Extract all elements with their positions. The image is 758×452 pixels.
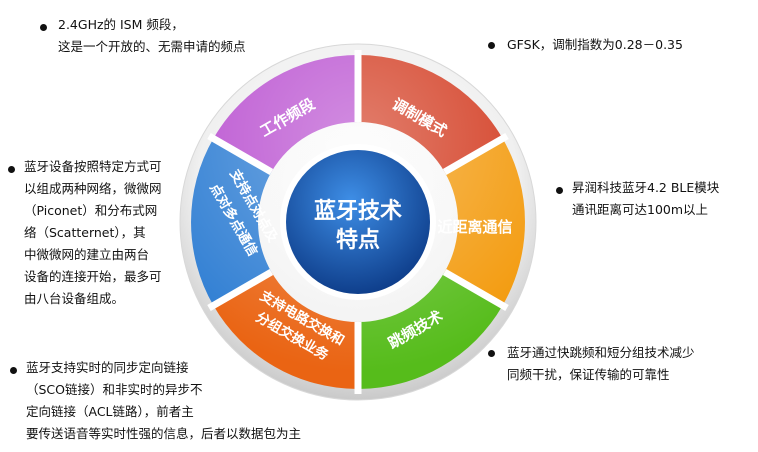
note-line: 要传送语音等实时性强的信息，后者以数据包为主	[26, 426, 302, 441]
center-title-line2: 特点	[336, 227, 380, 253]
note-mid-left: 蓝牙设备按照特定方式可 以组成两种网络，微微网 （Piconet）和分布式网 络…	[24, 156, 162, 310]
bullet-dot	[556, 187, 563, 194]
note-line: （Piconet）和分布式网	[24, 203, 158, 218]
center-title-line1: 蓝牙技术	[314, 199, 402, 224]
note-bottom-left: 蓝牙支持实时的同步定向链接 （SCO链接）和非实时的异步不 定向链接（ACL链路…	[26, 357, 301, 445]
note-line: 通讯距离可达100m以上	[572, 202, 709, 217]
bullet-dot	[488, 42, 495, 49]
label-short-range: 近距离通信	[437, 218, 512, 236]
note-line: 蓝牙支持实时的同步定向链接	[26, 360, 189, 375]
note-line: 蓝牙通过快跳频和短分组技术减少	[507, 345, 695, 360]
note-top-left: 2.4GHz的 ISM 频段， 这是一个开放的、无需申请的频点	[58, 14, 246, 58]
note-line: GFSK，调制指数为0.28－0.35	[507, 37, 683, 52]
bullet-dot	[40, 24, 47, 31]
center-circle	[286, 150, 430, 294]
note-line: 昇润科技蓝牙4.2 BLE模块	[572, 180, 720, 195]
note-line: 2.4GHz的 ISM 频段，	[58, 17, 184, 32]
bullet-dot	[488, 350, 495, 357]
bullet-dot	[8, 166, 15, 173]
note-line: 以组成两种网络，微微网	[24, 181, 162, 196]
bullet-dot	[10, 367, 17, 374]
note-line: 同频干扰，保证传输的可靠性	[507, 367, 670, 382]
note-line: 蓝牙设备按照特定方式可	[24, 159, 162, 174]
note-line: 这是一个开放的、无需申请的频点	[58, 39, 246, 54]
note-line: 中微微网的建立由两台	[24, 247, 150, 262]
note-bottom-right: 蓝牙通过快跳频和短分组技术减少 同频干扰，保证传输的可靠性	[507, 342, 695, 386]
note-top-right: GFSK，调制指数为0.28－0.35	[507, 34, 683, 56]
note-mid-right: 昇润科技蓝牙4.2 BLE模块 通讯距离可达100m以上	[572, 177, 719, 221]
note-line: 定向链接（ACL链路），前者主	[26, 404, 194, 419]
note-line: （SCO链接）和非实时的异步不	[26, 382, 203, 397]
note-line: 络（Scatternet），其	[24, 225, 146, 240]
note-line: 由八台设备组成。	[24, 291, 125, 306]
note-line: 设备的连接开始，最多可	[24, 269, 162, 284]
